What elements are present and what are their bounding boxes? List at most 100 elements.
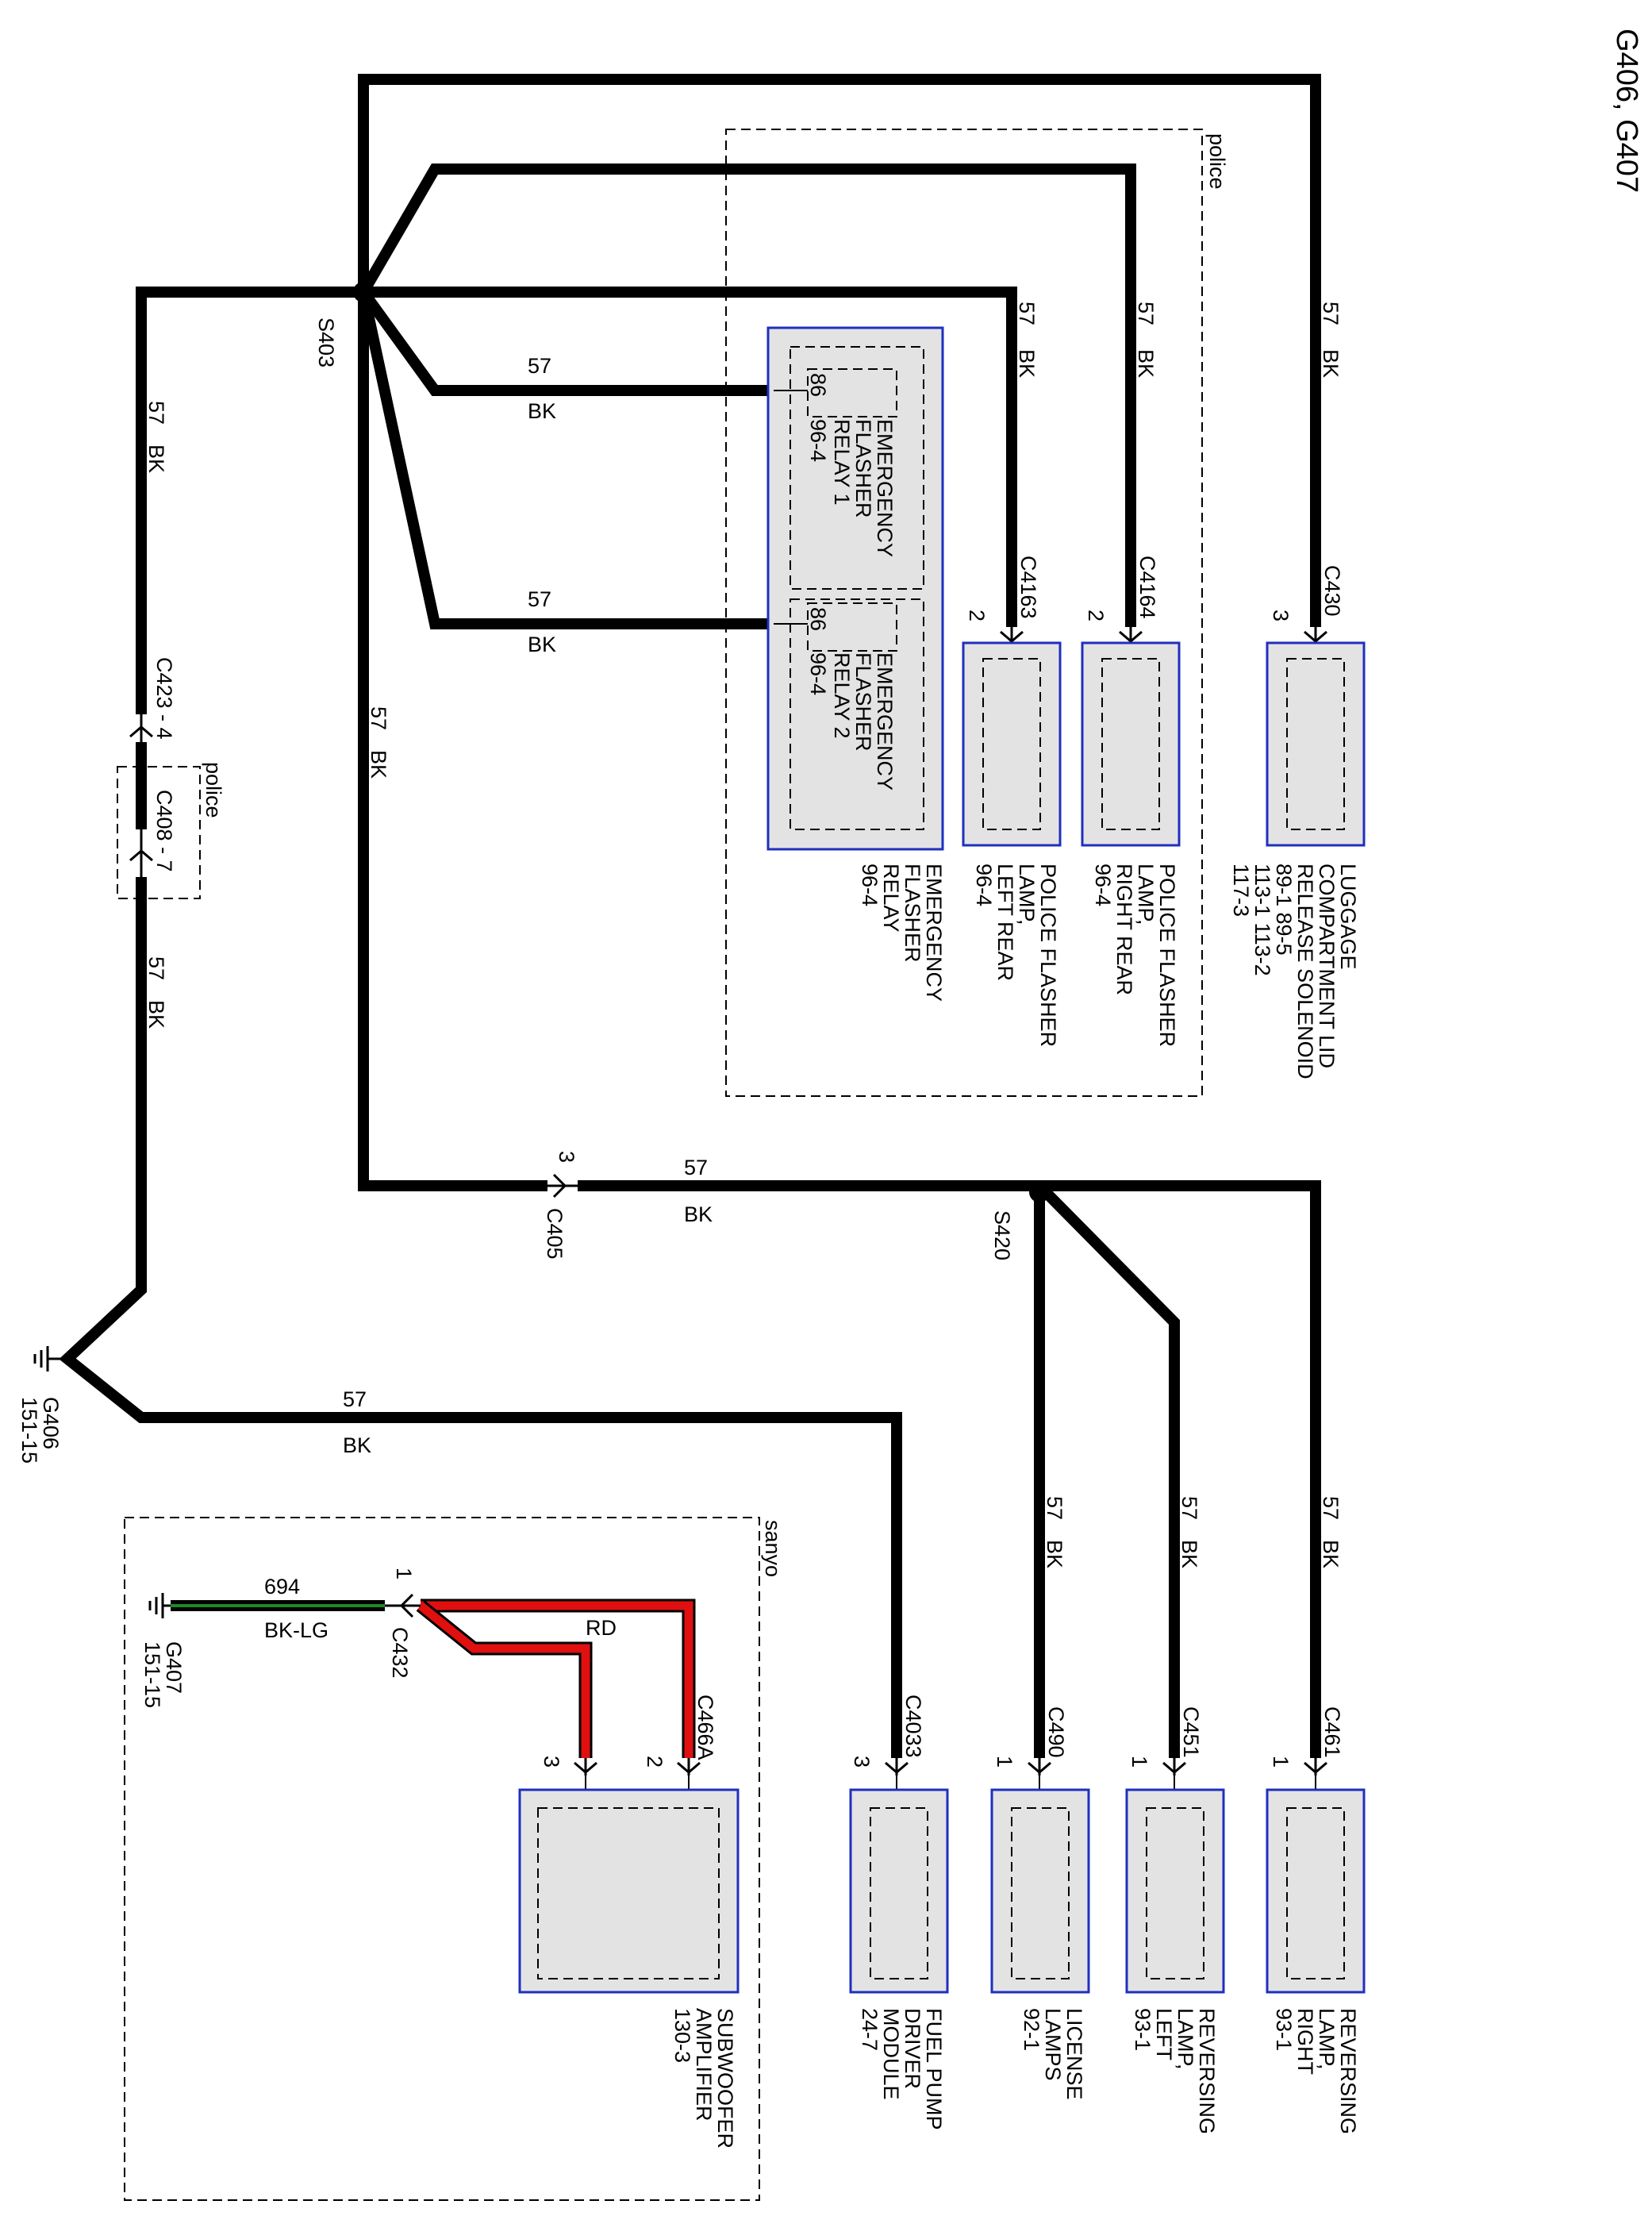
wire-label-color: BK <box>343 1433 371 1457</box>
c451-label: C451 <box>1179 1706 1203 1758</box>
license-lamps-label: LICENSE LAMPS 92-1 <box>1020 2008 1086 2106</box>
g407-ground-icon <box>148 1593 171 1618</box>
splice-s403 <box>353 282 374 302</box>
wire-label-number: 57 <box>144 956 168 980</box>
relay2-box <box>790 598 924 830</box>
c405-pin: 3 <box>555 1151 578 1163</box>
wire-label-color: BK <box>1178 1540 1201 1568</box>
wire-label-number: 57 <box>144 401 168 425</box>
reversing-lamp-right: C461 1 REVERSING LAMP, RIGHT 93-1 <box>1266 1706 1366 2141</box>
c4164-connector-icon <box>1119 627 1143 644</box>
c408-label: C408 - 7 <box>152 790 176 872</box>
c423-label: C423 - 4 <box>152 657 176 740</box>
right-rear-lamp-box <box>1081 641 1181 847</box>
reversing-left-label: REVERSING LAMP, LEFT 93-1 <box>1131 2008 1219 2141</box>
wire-label-number: 57 <box>1319 1496 1343 1520</box>
wire-label-number: 57 <box>1178 1496 1201 1520</box>
sanyo-label: sanyo <box>761 1520 785 1577</box>
wire-label-color: BK <box>1134 349 1158 378</box>
left-rear-lamp-box <box>962 641 1062 847</box>
wire-label-color: BK <box>1319 1540 1343 1568</box>
subwoofer-label: SUBWOOFER AMPLIFIER 130-3 <box>670 2008 737 2155</box>
wire-label-color: BK <box>144 444 168 473</box>
wire-label-number: 57 <box>528 354 551 378</box>
relay2-ref: 96-4 <box>806 652 830 695</box>
right-rear-lamp-label: POLICE FLASHER LAMP, RIGHT REAR 96-4 <box>1091 864 1179 1053</box>
reversing-left-box <box>1125 1788 1225 1994</box>
c461-connector-icon <box>1304 1758 1327 1775</box>
c408-connector-icon <box>129 829 153 877</box>
g406-label: G406 151-15 <box>17 1397 63 1464</box>
wire-label-color: BK <box>684 1202 713 1226</box>
wire-label-color: BK <box>367 750 390 779</box>
c451-connector-icon <box>1162 1758 1186 1775</box>
splice-s403-label: S403 <box>314 317 338 367</box>
red-wire-label: RD <box>586 1616 617 1640</box>
c466a-pin3-connector-icon <box>574 1758 597 1775</box>
wire-label-color: BK <box>1015 349 1039 378</box>
c490-connector-icon <box>1028 1758 1051 1775</box>
c466a-pin-2: 2 <box>643 1756 667 1768</box>
wire-label-number: 57 <box>343 1387 367 1411</box>
police-flasher-right-rear: C4164 2 POLICE FLASHER LAMP, RIGHT REAR … <box>1081 556 1181 1053</box>
c4033-pin: 3 <box>850 1756 874 1768</box>
luggage-solenoid-box <box>1266 641 1366 847</box>
c490-label: C490 <box>1044 1706 1068 1758</box>
wire-c408-g406 <box>59 877 902 1758</box>
wire-s420-c451 <box>1035 1182 1180 1758</box>
g407-label: G407 151-15 <box>140 1641 186 1708</box>
police-flasher-left-rear: C4163 2 POLICE FLASHER LAMP, LEFT REAR 9… <box>962 556 1062 1053</box>
wire-s403-relay2 <box>358 290 774 629</box>
wire-label-number: 57 <box>1134 302 1158 325</box>
reversing-lamp-left: C451 1 REVERSING LAMP, LEFT 93-1 <box>1125 1706 1225 2141</box>
relay1-pin: 86 <box>806 373 830 397</box>
wire-s403-c430 <box>358 74 1321 627</box>
wire-s403-c4163 <box>363 287 1017 627</box>
c430-connector-icon <box>1304 627 1327 644</box>
c432-connector-icon <box>385 1593 421 1618</box>
relay1-ref: 96-4 <box>806 419 830 462</box>
c432-pin: 1 <box>392 1568 416 1579</box>
c4164-label: C4164 <box>1135 556 1159 619</box>
fuel-pump-driver-module: C4033 3 FUEL PUMP DRIVER MODULE 24-7 <box>849 1695 949 2129</box>
c423-connector-icon <box>129 714 153 742</box>
c4163-pin: 2 <box>965 610 989 621</box>
wire-s403-c423 <box>136 287 363 714</box>
license-lamps: C490 1 LICENSE LAMPS 92-1 <box>990 1706 1090 2106</box>
luggage-solenoid-label: LUGGAGE COMPARTMENT LID RELEASE SOLENOID… <box>1229 864 1360 1085</box>
wire-label-number: 57 <box>367 706 390 730</box>
relay2-pin-box <box>807 602 897 652</box>
police-connector-label: police <box>202 762 225 818</box>
c466a-pin-3: 3 <box>540 1756 563 1768</box>
red-wire-pin3 <box>417 1602 590 1758</box>
fuel-pump-box <box>849 1788 949 1994</box>
wire-label-color: BK <box>528 399 556 423</box>
wire-label-color: BK <box>1319 349 1343 378</box>
emergency-relay-label: EMERGENCY FLASHER RELAY 96-4 <box>858 864 946 1007</box>
c430-pin: 3 <box>1269 610 1293 621</box>
reversing-right-label: REVERSING LAMP, RIGHT 93-1 <box>1272 2008 1360 2141</box>
c461-pin: 1 <box>1269 1756 1293 1768</box>
splice-s420 <box>1029 1182 1050 1202</box>
c405-connector-icon <box>547 1173 578 1198</box>
wire-label-number: 57 <box>1319 302 1343 325</box>
wire-labels: 57 BK 57 BK 57 BK 57 BK 57 BK 57 BK 57 B… <box>144 302 1343 1568</box>
left-rear-lamp-label: POLICE FLASHER LAMP, LEFT REAR 96-4 <box>972 864 1060 1053</box>
c4163-label: C4163 <box>1016 556 1040 619</box>
wire-s403-relay1 <box>359 288 774 396</box>
relay1-pin-box <box>807 368 897 417</box>
subwoofer-amplifier: RD C466A 2 3 SUBWOOFER AMPLIFIER 130-3 1… <box>140 1568 740 2155</box>
c4033-connector-icon <box>885 1758 909 1775</box>
license-lamps-box <box>990 1788 1090 1994</box>
c405-connector: 3 C405 <box>543 1151 578 1260</box>
wire-label-color: BK <box>144 1000 168 1029</box>
red-wire-pin2-outline <box>421 1599 696 1758</box>
luggage-solenoid: C430 3 LUGGAGE COMPARTMENT LID RELEASE S… <box>1229 565 1366 1085</box>
police-connector-box <box>117 766 201 899</box>
c461-label: C461 <box>1320 1706 1344 1758</box>
wire-s420-c461 <box>1039 1180 1321 1758</box>
splice-s420-label: S420 <box>990 1210 1014 1260</box>
relay2-pin: 86 <box>806 607 830 631</box>
